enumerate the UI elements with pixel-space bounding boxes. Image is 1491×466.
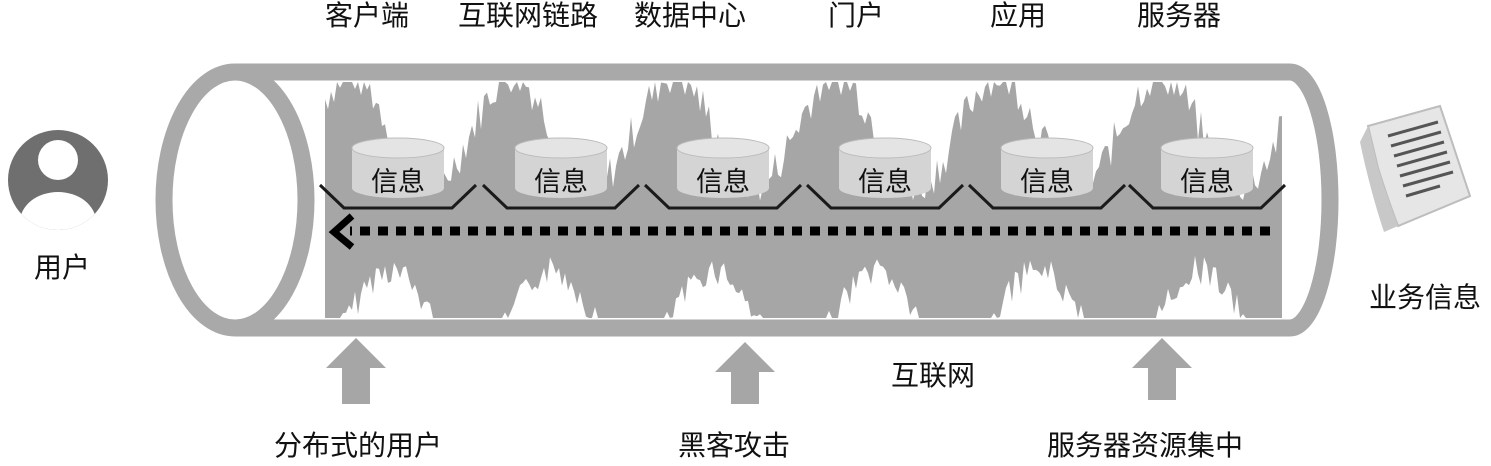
info-bracket — [481, 183, 641, 210]
info-packet: 信息 — [318, 137, 478, 210]
noise-waveform-path — [325, 82, 1282, 318]
up-arrow-icon — [326, 338, 386, 404]
stage-label-client: 客户端 — [325, 0, 410, 32]
database-cap — [351, 137, 445, 159]
user-label: 用户 — [34, 251, 91, 284]
info-label: 信息 — [1180, 167, 1234, 198]
distributed-users-label: 分布式的用户 — [274, 429, 443, 462]
database-icon — [352, 148, 444, 198]
info-bracket — [967, 183, 1127, 210]
info-bracket — [643, 183, 803, 210]
info-label: 信息 — [534, 167, 588, 198]
info-label: 信息 — [371, 167, 425, 198]
stage-label-application: 应用 — [990, 0, 1047, 32]
database-cap — [1160, 137, 1254, 159]
info-label: 信息 — [858, 167, 912, 198]
info-packet: 信息 — [1127, 137, 1287, 210]
info-packet: 信息 — [967, 137, 1127, 210]
stage-label-server: 服务器 — [1137, 0, 1222, 32]
up-arrow-icon — [1132, 338, 1192, 400]
database-icon — [839, 148, 931, 198]
database-cap — [838, 137, 932, 159]
database-icon — [1161, 148, 1253, 198]
database-cap — [1000, 137, 1094, 159]
internet-pipe — [155, 63, 1339, 337]
info-packet: 信息 — [805, 137, 965, 210]
noise-waveform — [325, 82, 1282, 318]
info-label: 信息 — [696, 167, 750, 198]
dotted-left-arrow-icon — [328, 213, 1270, 250]
internet-label: 互联网 — [891, 359, 976, 392]
document-icon — [1360, 104, 1472, 232]
stage-label-internet-link: 互联网链路 — [458, 0, 599, 32]
server-concentration-label: 服务器资源集中 — [1047, 429, 1244, 462]
info-label: 信息 — [1020, 167, 1074, 198]
info-bracket — [805, 183, 965, 210]
info-packet: 信息 — [481, 137, 641, 210]
stage-label-portal: 门户 — [828, 0, 885, 32]
info-packets: 信息 信息 信息 信息 信息 信息 — [318, 137, 1287, 210]
info-bracket — [318, 183, 478, 210]
database-cap — [676, 137, 770, 159]
database-icon — [677, 148, 769, 198]
database-cap — [514, 137, 608, 159]
info-bracket — [1127, 183, 1287, 210]
database-icon — [1001, 148, 1093, 198]
stage-label-datacenter: 数据中心 — [634, 0, 747, 32]
hacker-attack-label: 黑客攻击 — [678, 429, 791, 462]
up-arrow-icon — [715, 342, 775, 404]
info-packet: 信息 — [643, 137, 803, 210]
user-icon — [8, 130, 108, 230]
database-icon — [515, 148, 607, 198]
business-info-label: 业务信息 — [1369, 281, 1482, 314]
